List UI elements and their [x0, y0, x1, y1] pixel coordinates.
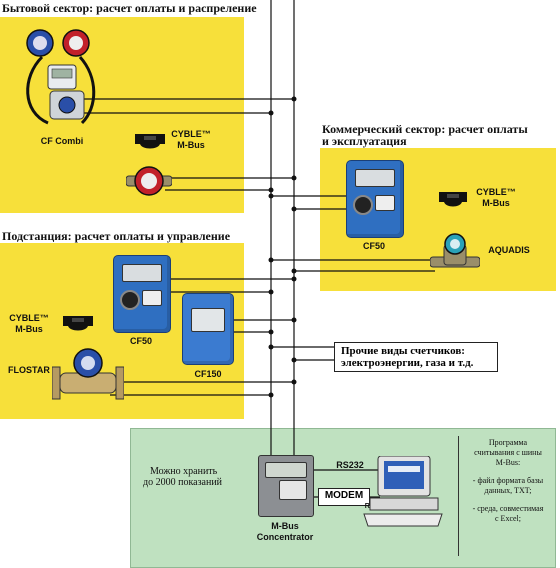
cf-combi-label: CF Combi [40, 136, 84, 146]
cf150-screen [191, 308, 225, 332]
other-meters-line1: Прочие виды счетчиков: [341, 345, 465, 357]
domestic-cyble-label-2: M-Bus [177, 140, 205, 150]
commercial-cyble-label-2: M-Bus [482, 198, 510, 208]
flostar-meter-icon [52, 348, 124, 400]
cf50-screen [355, 169, 395, 187]
software-item1-1: - файл формата базы [472, 476, 544, 485]
cf50-panel [375, 195, 395, 211]
concentrator-device [258, 455, 314, 517]
substation-cf50-label: CF50 [129, 336, 152, 346]
software-title-2: считывания с шины [474, 448, 542, 457]
software-item1-2: данных, TXT; [484, 486, 532, 495]
software-item2-2: с Excel; [495, 514, 521, 523]
cf50-dial [353, 195, 373, 215]
aquadis-label: AQUADIS [488, 245, 530, 255]
commercial-cf50-label: CF50 [362, 241, 385, 251]
flostar-label: FLOSTAR M [8, 365, 60, 375]
aquadis-water-meter-icon [430, 233, 480, 268]
concentrator-name-2: Concentrator [256, 532, 314, 542]
domestic-title: Бытовой сектор: расчет оплаты и распреле… [2, 1, 257, 15]
software-item2-1: - среда, совместимая [472, 504, 544, 513]
concentrator-panel [130, 428, 556, 568]
domestic-cyble-label-1: CYBLE™ [171, 129, 211, 139]
modem-box: MODEM [318, 488, 370, 506]
rs232-label: RS232 [336, 460, 364, 470]
commercial-cyble-icon [439, 192, 467, 207]
cf150-device [182, 293, 234, 365]
domestic-water-meter-icon [126, 166, 172, 196]
software-block: Программа считывания с шины M-Bus: - фай… [464, 438, 552, 524]
commercial-title-1: Коммерческий сектор: расчет оплаты [322, 122, 528, 136]
software-divider [458, 436, 459, 556]
other-meters-box: Прочие виды счетчиков: электроэнергии, г… [334, 342, 498, 372]
concentrator-keypad [279, 480, 307, 500]
software-title-1: Программа [488, 438, 528, 447]
cf-combi-meter-icon [26, 29, 96, 125]
substation-cf50-screen [122, 264, 162, 282]
commercial-cf50-device [346, 160, 404, 238]
substation-cf50-device [113, 255, 171, 333]
concentrator-name-1: M-Bus [271, 521, 299, 531]
substation-title: Подстанция: расчет оплаты и управление [2, 229, 231, 243]
domestic-cyble-icon [135, 134, 165, 149]
substation-cyble-icon [63, 316, 93, 331]
computer-icon [363, 456, 443, 527]
substation-cf50-dial [120, 290, 140, 310]
substation-cyble-label-1: CYBLE™ [9, 313, 49, 323]
other-meters-line2: электроэнергии, газа и т.д. [341, 357, 474, 369]
commercial-title-2: и эксплуатация [322, 134, 407, 148]
software-title-3: M-Bus: [495, 458, 521, 467]
substation-cyble-label-2: M-Bus [15, 324, 43, 334]
concentrator-screen [265, 462, 307, 478]
cf150-label: CF150 [194, 369, 222, 379]
storage-note-2: до 2000 показаний [143, 477, 223, 488]
commercial-cyble-label-1: CYBLE™ [476, 187, 516, 197]
substation-cf50-panel [142, 290, 162, 306]
storage-note-1: Можно хранить [150, 466, 218, 477]
